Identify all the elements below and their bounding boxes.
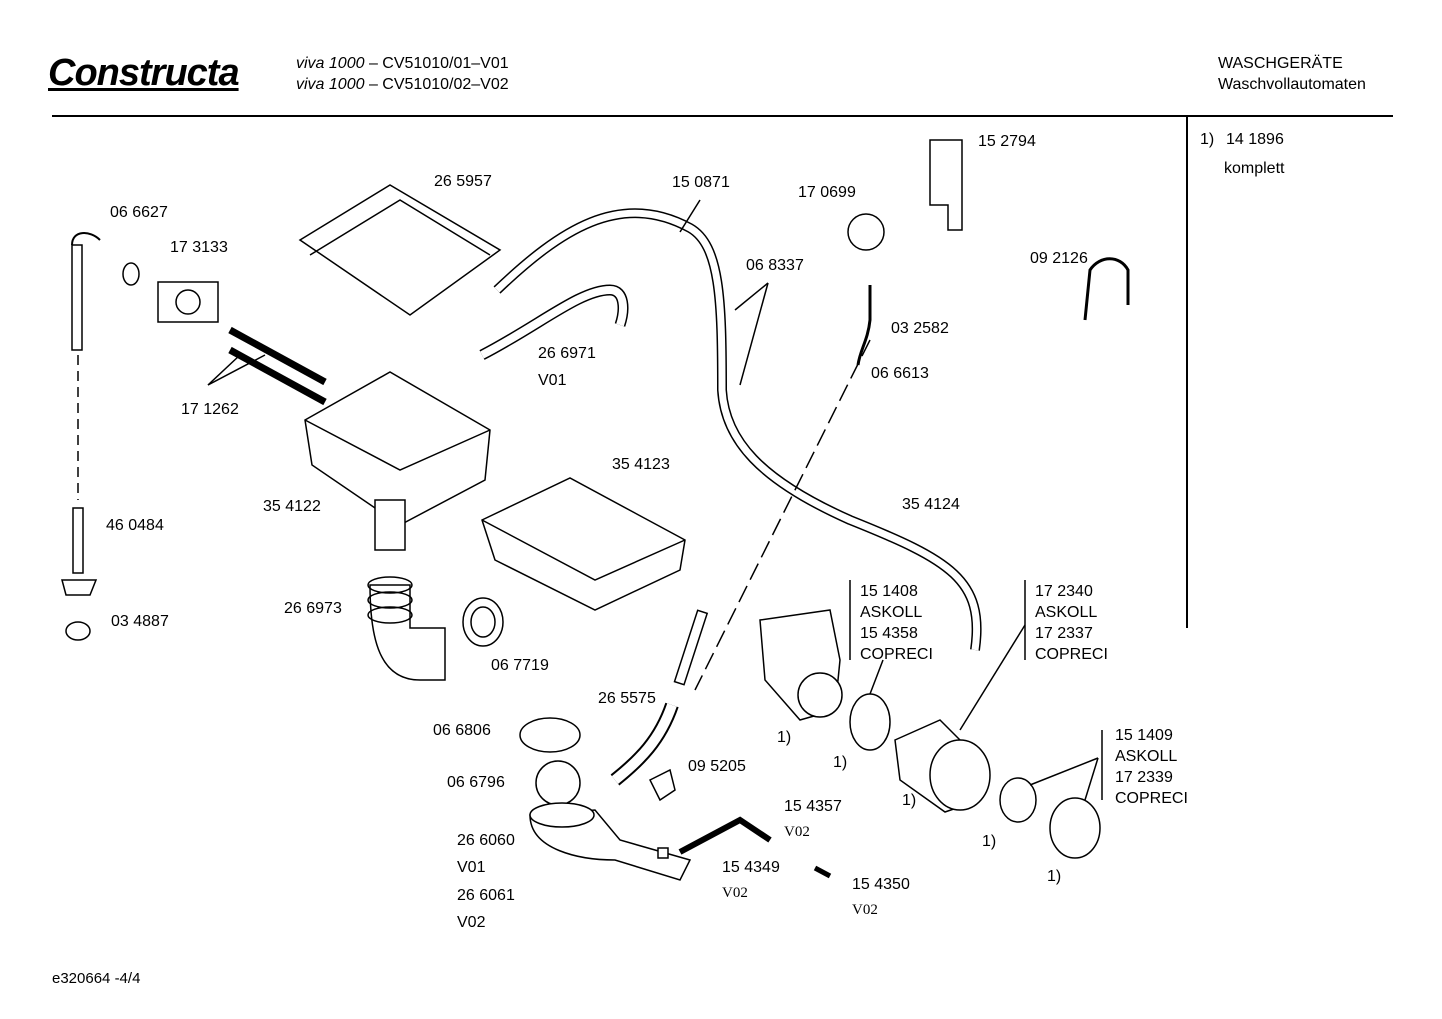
version-label: V02 — [784, 824, 810, 840]
version-label: V01 — [457, 859, 486, 876]
part-label: 06 6613 — [871, 365, 929, 382]
part-label: 15 4349 — [722, 859, 780, 876]
clip-092126 — [1083, 257, 1130, 321]
part-label: 26 6060 — [457, 832, 515, 849]
valve-173133 — [157, 281, 219, 323]
clip-095205 — [648, 768, 676, 802]
filter-172339 — [1049, 797, 1101, 859]
footnote-ref: 1) — [1047, 868, 1062, 885]
part-label: 15 2794 — [978, 133, 1036, 150]
model-code: – CV51010/01–V01 — [368, 55, 509, 72]
part-label: 03 4887 — [111, 613, 169, 630]
sump-266060 — [529, 809, 692, 881]
version-label: V02 — [457, 914, 486, 931]
part-label: 17 3133 — [170, 239, 228, 256]
part-label: 06 6806 — [433, 722, 491, 739]
part-label: 17 2340 — [1035, 583, 1093, 600]
model-name: viva 1000 — [296, 55, 365, 72]
drawer-housing-354122 — [304, 371, 491, 526]
note-text: komplett — [1224, 160, 1285, 177]
part-label: 35 4124 — [902, 496, 960, 513]
notes-divider — [1186, 116, 1188, 628]
part-label: 15 4357 — [784, 798, 842, 815]
part-label: 15 1409 — [1115, 727, 1173, 744]
category-subtitle: Waschvollautomaten — [1218, 76, 1366, 93]
note-part-number: 14 1896 — [1226, 131, 1284, 148]
version-label: V01 — [538, 372, 567, 389]
part-label: 26 6973 — [284, 600, 342, 617]
footnote-ref: 1) — [982, 833, 997, 850]
maker-label: COPRECI — [1035, 646, 1108, 663]
document-code: e320664 -4/4 — [52, 970, 141, 987]
maker-label: ASKOLL — [1115, 748, 1178, 765]
hose-032582 — [856, 285, 872, 366]
part-label: 35 4122 — [263, 498, 321, 515]
hose-154357 — [678, 816, 772, 855]
header-rule — [52, 115, 1393, 117]
part-label: 03 2582 — [891, 320, 949, 337]
maker-label: COPRECI — [1115, 790, 1188, 807]
drawer-354123 — [481, 477, 686, 611]
part-label: 06 6796 — [447, 774, 505, 791]
model-line-2: viva 1000 – CV51010/02–V02 — [296, 76, 509, 94]
part-label: 17 2337 — [1035, 625, 1093, 642]
bracket-152794 — [929, 139, 963, 231]
part-label: 15 0871 — [672, 174, 730, 191]
bellow-266973 — [369, 584, 446, 681]
ring-066806 — [519, 717, 581, 753]
model-name: viva 1000 — [296, 76, 365, 93]
part-label: 06 6627 — [110, 204, 168, 221]
part-label: 15 1408 — [860, 583, 918, 600]
version-label: V02 — [852, 902, 878, 918]
part-label: 17 0699 — [798, 184, 856, 201]
part-label: 09 2126 — [1030, 250, 1088, 267]
model-line-1: viva 1000 – CV51010/01–V01 — [296, 55, 509, 73]
part-label: 26 6971 — [538, 345, 596, 362]
part-label: 17 1262 — [181, 401, 239, 418]
part-label: 26 6061 — [457, 887, 515, 904]
pressure-switch-170699 — [847, 213, 885, 251]
part-label: 26 5575 — [598, 690, 656, 707]
seal-151409 — [999, 777, 1037, 823]
part-label: 06 7719 — [491, 657, 549, 674]
part-label: 15 4350 — [852, 876, 910, 893]
version-label: V02 — [722, 885, 748, 901]
footnote-ref: 1) — [777, 729, 792, 746]
footnote-ref: 1) — [833, 754, 848, 771]
part-label: 35 4123 — [612, 456, 670, 473]
part-label: 26 5957 — [434, 173, 492, 190]
maker-label: ASKOLL — [860, 604, 923, 621]
maker-label: ASKOLL — [1035, 604, 1098, 621]
maker-label: COPRECI — [860, 646, 933, 663]
model-code: – CV51010/02–V02 — [368, 76, 509, 93]
brand-logo: Constructa — [48, 52, 240, 94]
screw-154350 — [813, 865, 832, 879]
footnote-ref: 1) — [902, 792, 917, 809]
part-label: 17 2339 — [1115, 769, 1173, 786]
part-label: 46 0484 — [106, 517, 164, 534]
connector-067719 — [462, 597, 504, 647]
ball-066796 — [535, 760, 581, 806]
part-label: 15 4358 — [860, 625, 918, 642]
seal-154358 — [849, 693, 891, 751]
lid-265957 — [298, 184, 502, 316]
category-title: WASCHGERÄTE — [1218, 55, 1343, 72]
inlet-pipe — [71, 244, 83, 351]
washer-066627 — [122, 262, 140, 286]
note-ref: 1) — [1200, 131, 1215, 148]
part-label: 06 8337 — [746, 257, 804, 274]
part-label: 09 5205 — [688, 758, 746, 775]
